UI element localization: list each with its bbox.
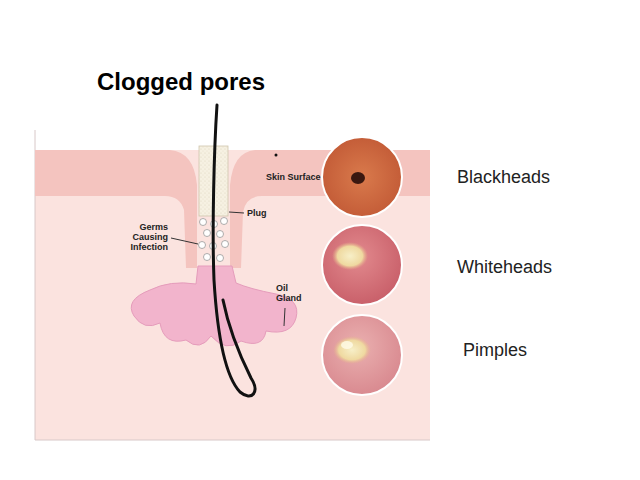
frame-line: [35, 440, 430, 441]
type-label: Pimples: [463, 339, 527, 361]
pimple-highlight: [341, 341, 353, 349]
part-label: Oil Gland: [276, 283, 308, 303]
leader-line: [229, 212, 244, 213]
pimple-head: [333, 336, 371, 364]
leader-line: [171, 238, 198, 244]
epidermis: [35, 150, 197, 268]
blackhead-dot: [351, 172, 365, 184]
pimple-photo: [322, 315, 402, 395]
whitehead-photo: [322, 225, 402, 305]
type-label: Blackheads: [457, 166, 550, 188]
leader-line: [284, 308, 285, 326]
part-label: Plug: [247, 208, 267, 218]
part-label: Skin Surface: [266, 172, 321, 182]
whitehead-spot: [332, 242, 368, 270]
type-label: Whiteheads: [457, 256, 552, 278]
diagram-title: Clogged pores: [97, 68, 265, 96]
dot: [275, 154, 278, 157]
blackhead-photo: [322, 137, 402, 217]
part-label: Germs Causing Infection: [112, 222, 168, 252]
hair: [213, 105, 255, 396]
